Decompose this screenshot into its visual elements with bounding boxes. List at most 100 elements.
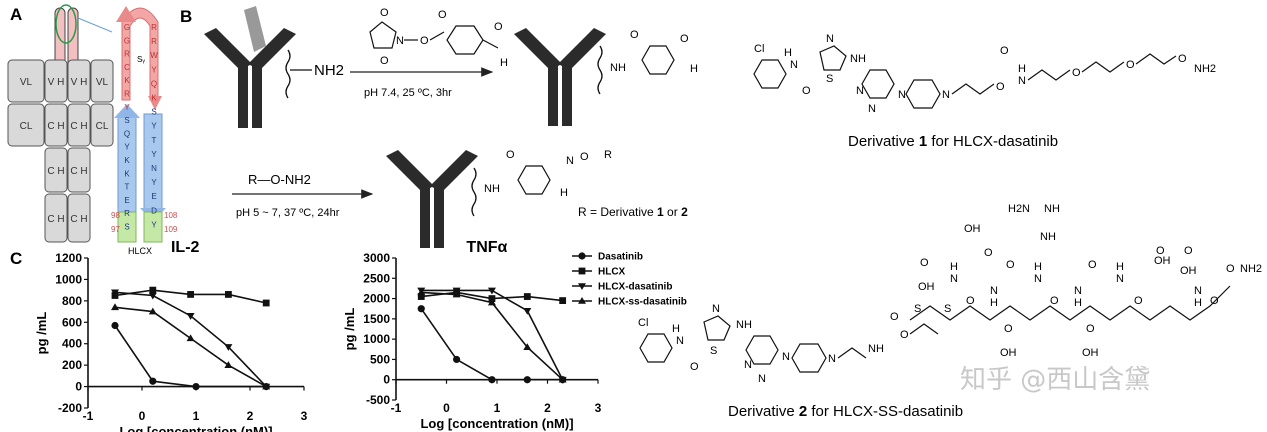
derivative-1-caption: Derivative 1 for HLCX-dasatinib — [848, 133, 1058, 150]
atom-label: S — [914, 303, 921, 315]
atom-label: N — [942, 89, 950, 101]
series-line — [114, 325, 267, 388]
domain-ch2-right — [67, 147, 91, 193]
atom-label: N — [1194, 285, 1202, 297]
atom-label: H — [560, 187, 568, 199]
domain-ch3-left — [44, 193, 68, 243]
residue-letter: R — [124, 50, 130, 59]
residue-letter: E — [151, 192, 156, 201]
atom-label: H — [784, 47, 792, 59]
data-point — [578, 252, 586, 260]
atom-label: N — [868, 103, 876, 115]
residue-letter: R — [151, 37, 157, 46]
residue-number: 98 — [111, 211, 120, 220]
y-axis-title: pg /mL — [34, 312, 49, 355]
panel-b: B NH2 O O N O O O H pH 7.4 — [180, 6, 1262, 420]
atom-label: R — [604, 149, 612, 161]
antibody-icon — [204, 6, 296, 128]
atom-label: H — [690, 63, 698, 75]
residue-letter: R — [124, 209, 130, 218]
hlcx-label: HLCX — [128, 246, 152, 256]
y-axis-title: pg /mL — [342, 308, 357, 351]
atom-label: H — [672, 323, 680, 335]
data-point — [417, 288, 426, 296]
x-tick-label: -1 — [83, 409, 94, 423]
atom-label: NH — [868, 343, 884, 355]
step2-conditions: pH 5 ~ 7, 37 ºC, 24hr — [236, 207, 340, 219]
atom-label: NH2 — [1240, 263, 1262, 275]
atom-label: O — [494, 21, 503, 33]
residue-letter: Y — [151, 150, 157, 159]
antibody-icon — [386, 150, 478, 248]
atom-label: O — [1184, 245, 1193, 257]
domain-label: V H — [71, 77, 88, 88]
legend-label: Dasatinib — [598, 252, 643, 263]
atom-label: H — [990, 297, 998, 309]
domain-label: CL — [96, 121, 109, 132]
residue-letter: G — [124, 23, 130, 32]
blue-arrowhead-left — [114, 104, 140, 118]
x-tick-label: 0 — [139, 409, 146, 423]
x-tick-label: 3 — [301, 409, 308, 423]
legend-label: HLCX-ss-dasatinib — [598, 297, 687, 308]
atom-label: O — [1126, 59, 1135, 71]
y-tick-label: 1000 — [363, 332, 390, 346]
domain-label: VL — [96, 77, 109, 88]
atom-label: O — [966, 295, 975, 307]
y-tick-label: 500 — [370, 352, 390, 366]
atom-label: O — [1000, 45, 1009, 57]
y-tick-label: 2000 — [363, 292, 390, 306]
data-point — [488, 376, 496, 384]
derivative-1-structure: Cl H N O N S NH N N N N O O H N O O O — [753, 33, 1216, 115]
residue-letter: C — [124, 63, 130, 72]
residue-letter: K — [151, 94, 157, 103]
x-axis-title: Log [concentration (nM)] — [420, 416, 573, 431]
atom-label: N — [396, 35, 404, 47]
red-arrowhead-right — [148, 96, 162, 110]
x-tick-label: -1 — [391, 401, 402, 415]
atom-label: N — [744, 359, 752, 371]
domain-label: C H — [47, 121, 64, 132]
data-point — [192, 382, 200, 391]
residue-letter: Q — [151, 79, 157, 88]
atom-label: N — [1034, 273, 1042, 285]
atom-label: Cl — [754, 43, 764, 55]
domain-label: V H — [48, 77, 65, 88]
atom-label: O — [438, 9, 447, 21]
x-tick-label: 1 — [193, 409, 200, 423]
atom-label: H — [500, 57, 508, 69]
atom-label: O — [1088, 259, 1097, 271]
data-point — [225, 291, 232, 298]
panel-a-letter: A — [10, 5, 22, 24]
domain-cl-left — [7, 103, 45, 147]
atom-label: N — [1074, 285, 1082, 297]
atom-label: N — [1018, 75, 1026, 87]
atom-label: O — [1226, 263, 1235, 275]
atom-label: H2N — [1008, 203, 1030, 215]
legend-label: HLCX-dasatinib — [598, 282, 672, 293]
atom-label: NH — [736, 319, 752, 331]
residue-letter: T — [152, 136, 157, 145]
residue-letter: K — [124, 169, 130, 178]
atom-label: O — [630, 29, 639, 41]
red-arrowhead-left — [116, 6, 136, 22]
data-point — [224, 344, 233, 351]
atom-label: NH — [1044, 203, 1060, 215]
data-point — [186, 334, 195, 342]
panel-a: A VL V H V H VL CL C H C H CL C H — [7, 4, 178, 256]
residue-letter: W — [150, 51, 158, 60]
domain-vh-right — [67, 59, 91, 103]
data-point — [148, 292, 157, 300]
residue-number: 109 — [164, 225, 178, 234]
domain-cl-right — [90, 103, 114, 147]
atom-label: N — [950, 273, 958, 285]
amine-label: NH2 — [314, 62, 344, 79]
y-tick-label: 1500 — [363, 312, 390, 326]
data-point — [148, 307, 157, 315]
atom-label: S — [826, 73, 833, 85]
y-tick-label: 800 — [62, 294, 82, 308]
atom-label: H — [1034, 261, 1042, 273]
y-tick-label: 0 — [75, 380, 82, 394]
